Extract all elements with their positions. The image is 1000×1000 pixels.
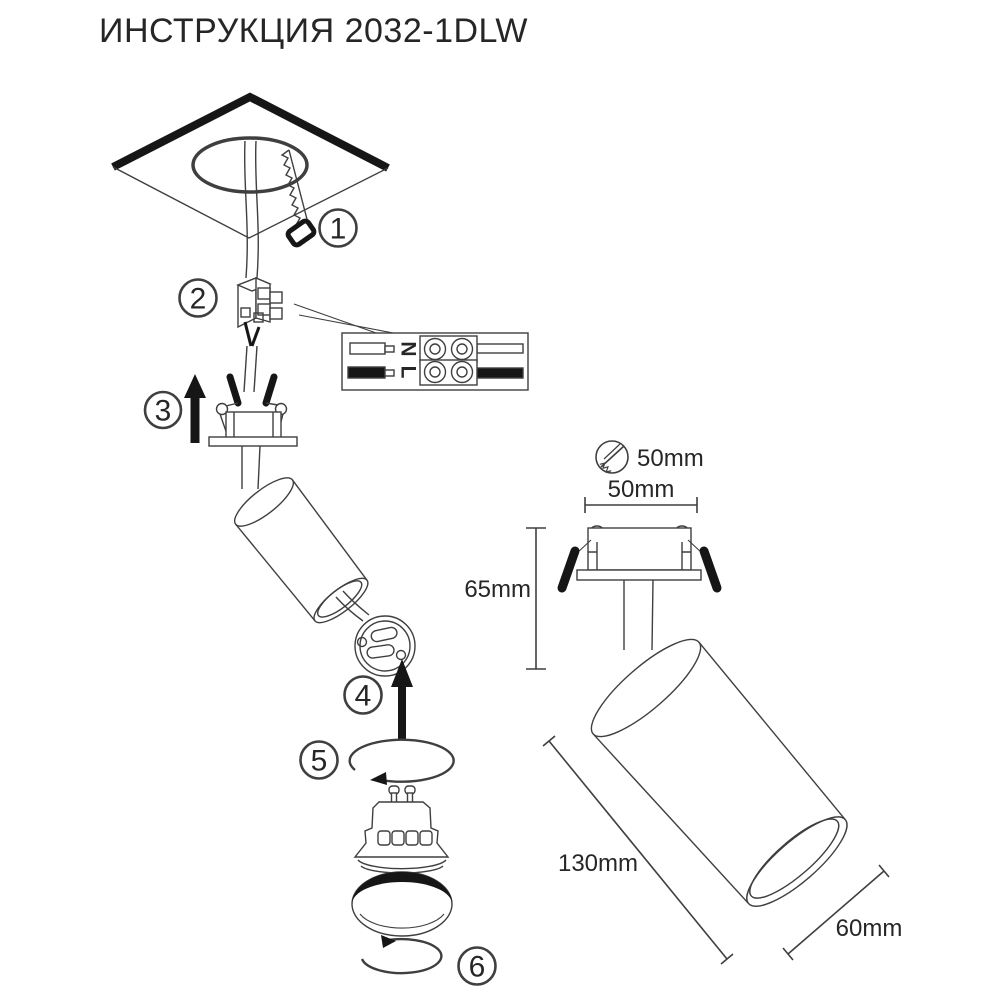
step-1-badge: 1 — [318, 208, 358, 248]
step-3-number: 3 — [155, 395, 172, 428]
page-title: ИНСТРУКЦИЯ 2032-1DLW — [99, 12, 529, 50]
rotate-arrow-icon-2 — [360, 935, 443, 975]
terminal-block-neutral — [419, 335, 478, 363]
length-label: 130mm — [558, 850, 638, 877]
terminal-connector — [236, 276, 283, 393]
drill-size-label: 50mm — [637, 445, 704, 472]
step-2-badge: 2 — [178, 278, 218, 318]
step-5-number: 5 — [311, 745, 328, 778]
trim-ring — [351, 871, 453, 937]
step-2-number: 2 — [190, 283, 207, 316]
push-up-arrow-icon — [184, 374, 206, 443]
step-3-badge: 3 — [143, 390, 183, 430]
cutout-width-dimension — [584, 497, 698, 513]
insert-up-arrow-icon — [391, 659, 413, 739]
step-4-badge: 4 — [343, 675, 383, 715]
depth-label: 65mm — [464, 576, 531, 603]
fixture-side-view — [557, 525, 722, 651]
spot-body-large — [590, 638, 848, 907]
wiring-detail: N L — [341, 332, 529, 391]
step-5-badge: 5 — [299, 740, 339, 780]
ceiling-panel — [111, 92, 390, 239]
rotate-arrow-icon — [348, 738, 455, 785]
gu10-bulb — [353, 785, 450, 874]
gu10-socket — [354, 615, 416, 677]
diameter-dimension — [782, 864, 890, 961]
spot-body — [233, 477, 369, 624]
depth-dimension — [526, 527, 546, 670]
step-6-badge: 6 — [457, 946, 497, 986]
cutout-width-label: 50mm — [608, 476, 675, 503]
fixture-with-springs — [208, 373, 298, 490]
mains-cable — [243, 140, 259, 279]
detail-leader-lines — [293, 303, 410, 337]
step-6-number: 6 — [469, 951, 486, 984]
drill-size-icon — [595, 440, 629, 474]
terminal-block-live — [419, 359, 478, 386]
step-4-number: 4 — [355, 680, 372, 713]
diameter-label: 60mm — [836, 915, 903, 942]
step-1-number: 1 — [330, 213, 347, 246]
length-dimension — [542, 735, 734, 965]
neutral-label: N — [397, 341, 420, 356]
keyhole-saw-icon — [280, 149, 317, 248]
socket-wire — [335, 590, 370, 622]
live-label: L — [397, 366, 420, 379]
